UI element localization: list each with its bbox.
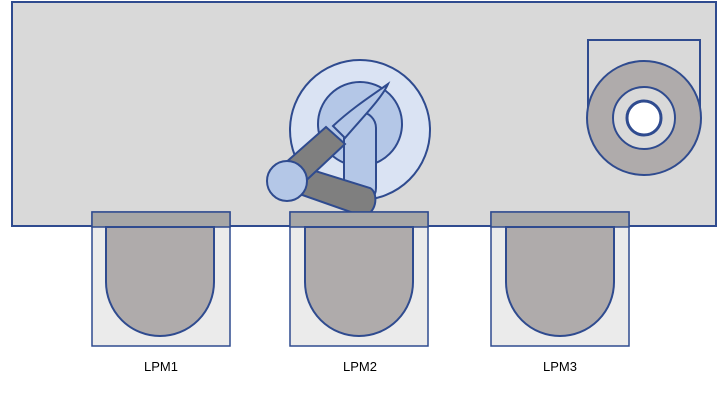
load-port-cap xyxy=(91,211,231,228)
load-port-cap xyxy=(490,211,630,228)
aligner-center-hole xyxy=(625,99,663,137)
load-port-lpm3: LPM3 xyxy=(490,211,630,374)
wafer-transfer-robot-icon xyxy=(266,59,431,217)
load-port-label: LPM3 xyxy=(543,359,577,374)
wafer-pod-icon xyxy=(505,226,615,337)
load-port-lpm1: LPM1 xyxy=(91,211,231,374)
robot-joint xyxy=(266,160,308,202)
robot-end-effector xyxy=(331,81,391,140)
load-port-cap xyxy=(289,211,429,228)
load-port-lpm2: LPM2 xyxy=(289,211,429,374)
aligner-icon xyxy=(586,39,702,176)
wafer-pod-icon xyxy=(304,226,414,337)
wafer-pod-icon xyxy=(105,226,215,337)
load-port-label: LPM1 xyxy=(144,359,178,374)
load-port-label: LPM2 xyxy=(343,359,377,374)
